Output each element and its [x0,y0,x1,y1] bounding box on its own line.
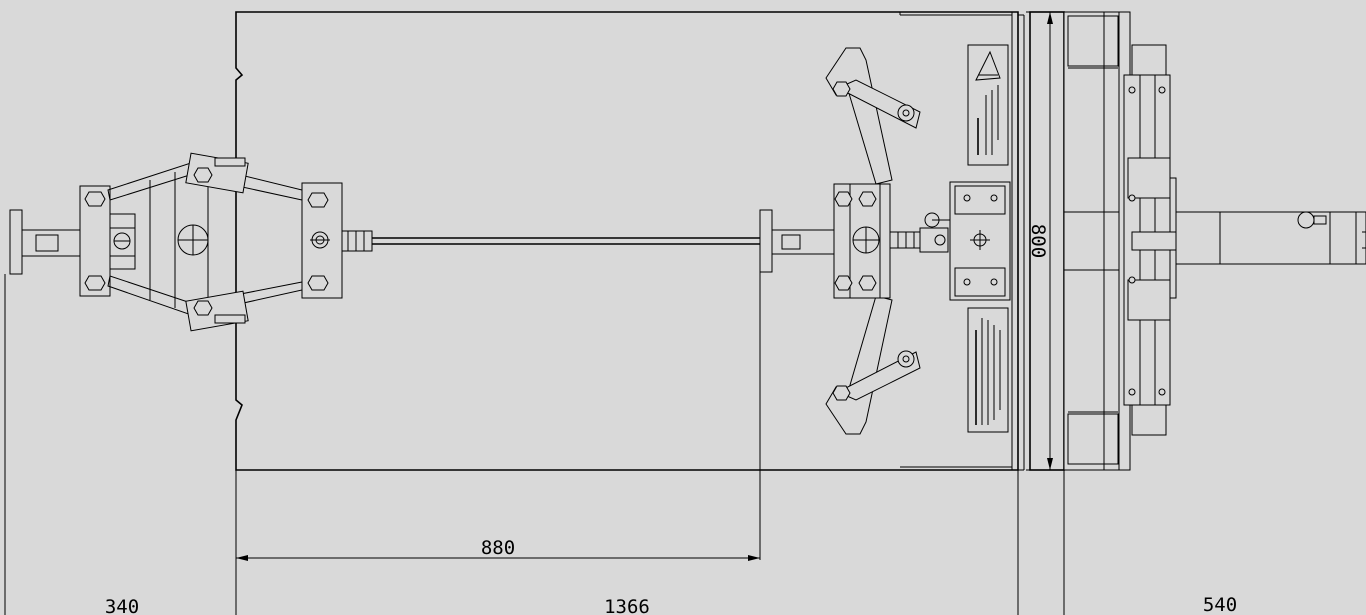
label-plate-top [967,44,1009,166]
left-clamp-assembly [4,152,343,615]
dimension-label-inner-length: 880 [481,537,515,559]
dimension-lines [235,11,1065,615]
dimension-label-right-unit: 540 [1203,594,1237,615]
dimension-label-base-length: 1366 [604,596,650,615]
right-arm-assembly [759,47,1011,560]
tie-rod [339,230,760,252]
right-unit [1029,11,1366,471]
base-plate [235,11,1025,471]
dimension-label-left-overhang: 340 [105,596,139,615]
label-plate-bottom [967,307,1009,433]
dimension-label-base-width: 800 [1027,224,1049,258]
